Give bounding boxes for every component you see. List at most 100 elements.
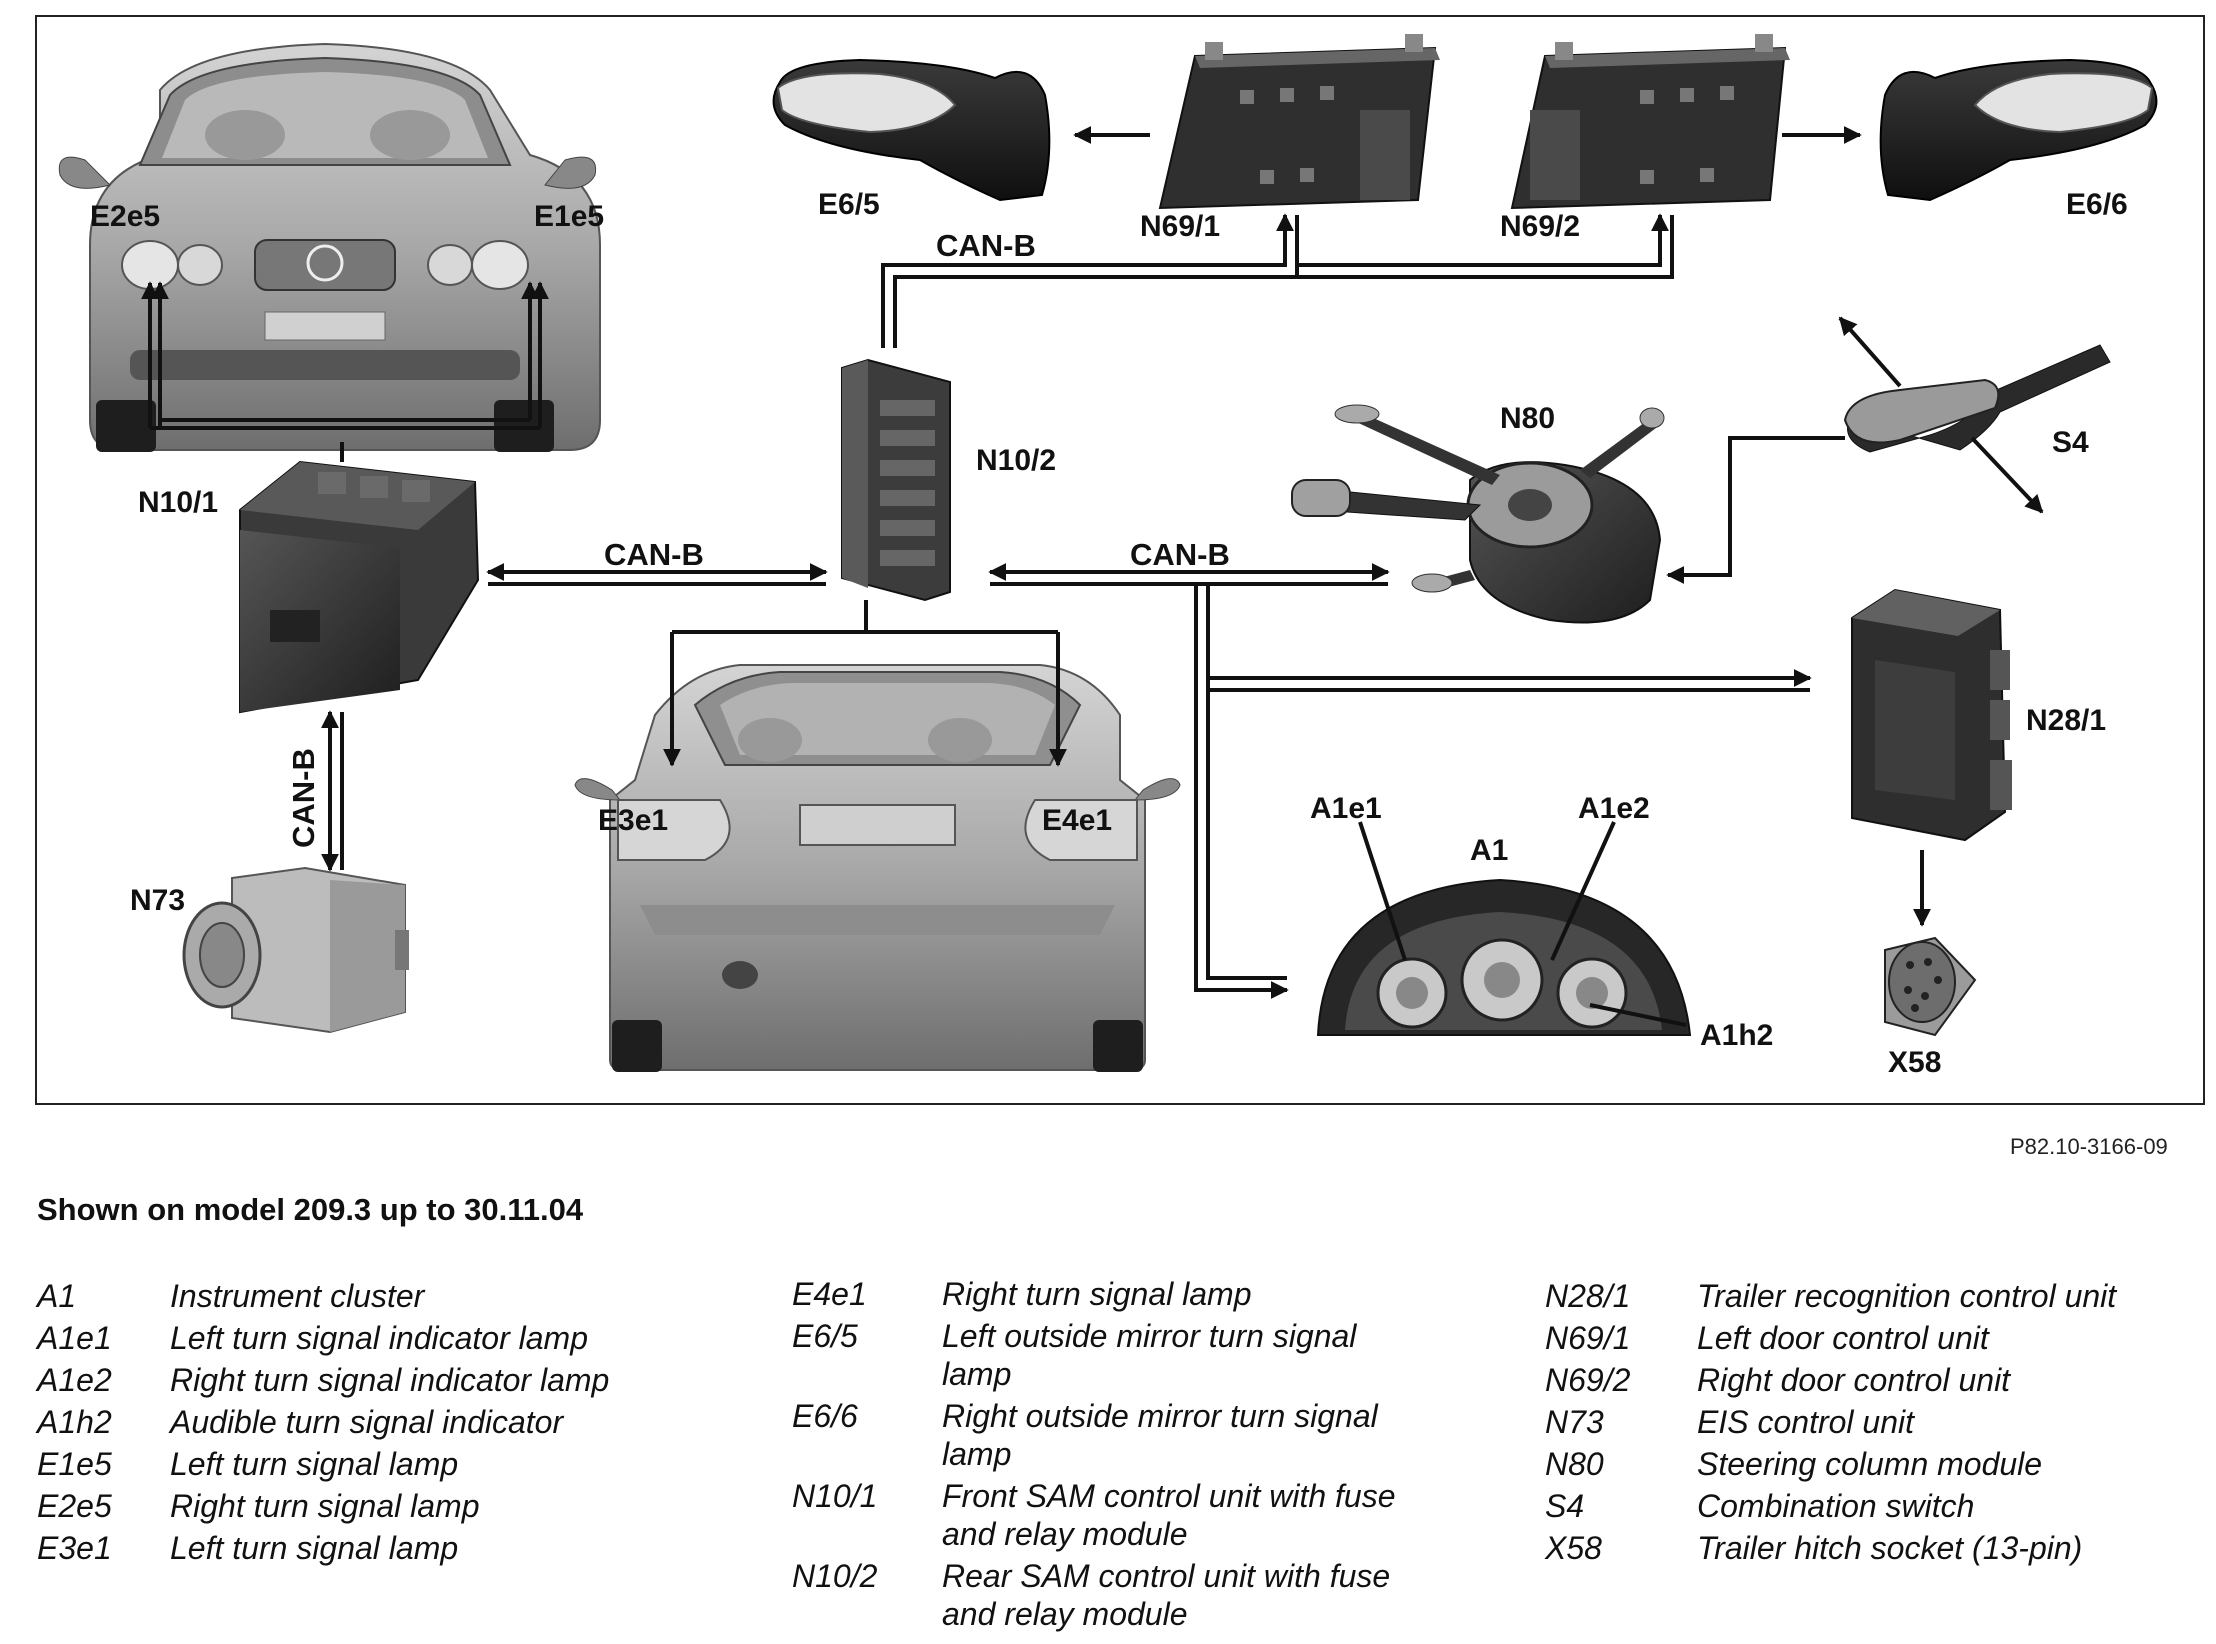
legend-desc: Front SAM control unit with fuse and rel… (942, 1478, 1396, 1552)
legend-code: N80 (1545, 1446, 1604, 1482)
legend-item: E3e1 Left turn signal lamp (37, 1527, 757, 1569)
legend-code: E6/6 (792, 1398, 858, 1434)
legend-item: N69/2 Right door control unit (1545, 1359, 2205, 1401)
can-b-label-left: CAN-B (604, 537, 704, 572)
legend-code: E2e5 (37, 1488, 112, 1524)
wiring-diagram: E2e5 E1e5 N10/1 N73 E6/5 N69/1 N69/2 E6/… (35, 15, 2205, 1105)
legend-code: A1h2 (37, 1404, 112, 1440)
legend-item: A1e1 Left turn signal indicator lamp (37, 1317, 757, 1359)
legend-item: E2e5 Right turn signal lamp (37, 1485, 757, 1527)
legend-item: S4 Combination switch (1545, 1485, 2205, 1527)
legend-code: A1 (37, 1278, 77, 1314)
label-n80: N80 (1500, 402, 1555, 435)
figure-reference: P82.10-3166-09 (2010, 1134, 2168, 1159)
legend-desc: Right turn signal indicator lamp (170, 1362, 610, 1398)
legend-item: N10/2 Rear SAM control unit with fuse and… (792, 1557, 1472, 1633)
legend-desc: Audible turn signal indicator (170, 1404, 564, 1440)
combination-switch-image (1843, 344, 2111, 453)
label-e6-6: E6/6 (2066, 188, 2128, 221)
legend-code: N69/1 (1545, 1320, 1631, 1356)
legend-item: E6/5 Left outside mirror turn signal lamp (792, 1317, 1472, 1393)
legend-column-3: N28/1 Trailer recognition control unit N6… (1545, 1275, 2205, 1569)
legend-desc: Left outside mirror turn signal lamp (942, 1318, 1357, 1392)
legend-desc: Trailer hitch socket (13-pin) (1697, 1530, 2083, 1566)
legend-code: E4e1 (792, 1276, 867, 1312)
legend-code: E6/5 (792, 1318, 858, 1354)
legend-desc: Steering column module (1697, 1446, 2043, 1482)
legend-item: N69/1 Left door control unit (1545, 1317, 2205, 1359)
legend-desc: Right turn signal lamp (942, 1276, 1252, 1312)
rear-sam-module-image (841, 358, 951, 602)
legend-desc: Instrument cluster (170, 1278, 425, 1314)
label-a1: A1 (1470, 834, 1508, 867)
legend-desc: Left turn signal lamp (170, 1446, 459, 1482)
legend-item: N73 EIS control unit (1545, 1401, 2205, 1443)
trailer-socket-image (1884, 936, 1977, 1037)
legend-code: E1e5 (37, 1446, 112, 1482)
legend-desc: Combination switch (1697, 1488, 1975, 1524)
connection-lines (141, 126, 2044, 1027)
front-sam-module-image (239, 460, 480, 714)
label-e1e5: E1e5 (534, 200, 604, 233)
legend-item: E1e5 Left turn signal lamp (37, 1443, 757, 1485)
instrument-cluster-image (1316, 878, 1692, 1036)
legend-item: N28/1 Trailer recognition control unit (1545, 1275, 2205, 1317)
legend-item: N80 Steering column module (1545, 1443, 2205, 1485)
steering-column-module-image (1291, 404, 1665, 624)
label-n28-1: N28/1 (2026, 704, 2106, 737)
label-a1e1: A1e1 (1310, 792, 1382, 825)
label-n69-1: N69/1 (1140, 210, 1220, 243)
rear-car-image (574, 664, 1181, 1072)
legend-code: N10/1 (792, 1478, 878, 1514)
figure-subtitle: Shown on model 209.3 up to 30.11.04 (37, 1192, 584, 1227)
legend-desc: Left turn signal lamp (170, 1530, 459, 1566)
legend-item: N10/1 Front SAM control unit with fuse an… (792, 1477, 1472, 1553)
label-e4e1: E4e1 (1042, 804, 1112, 837)
left-door-control-unit-image (1158, 34, 1440, 210)
legend-item: A1h2 Audible turn signal indicator (37, 1401, 757, 1443)
legend-desc: Right turn signal lamp (170, 1488, 480, 1524)
label-a1h2: A1h2 (1700, 1019, 1773, 1052)
label-n69-2: N69/2 (1500, 210, 1580, 243)
label-n73: N73 (130, 884, 185, 917)
legend-code: A1e2 (37, 1362, 112, 1398)
can-b-label-top: CAN-B (936, 228, 1036, 263)
legend-desc: Rear SAM control unit with fuse and rela… (942, 1558, 1391, 1632)
legend-code: N10/2 (792, 1558, 878, 1594)
label-a1e2: A1e2 (1578, 792, 1650, 825)
can-b-label-vertical: CAN-B (286, 748, 321, 848)
legend-item: A1e2 Right turn signal indicator lamp (37, 1359, 757, 1401)
front-car-image (58, 42, 601, 452)
label-e6-5: E6/5 (818, 188, 880, 221)
legend-desc: Right outside mirror turn signal lamp (942, 1398, 1378, 1472)
label-s4: S4 (2052, 426, 2089, 459)
legend-item: E4e1 Right turn signal lamp (792, 1275, 1472, 1313)
legend-desc: Trailer recognition control unit (1697, 1278, 2117, 1314)
legend-desc: Left door control unit (1697, 1320, 1989, 1356)
legend-item: X58 Trailer hitch socket (13-pin) (1545, 1527, 2205, 1569)
legend-code: N69/2 (1545, 1362, 1631, 1398)
legend-desc: Right door control unit (1697, 1362, 2011, 1398)
right-door-control-unit-image (1510, 34, 1790, 210)
legend-code: N28/1 (1545, 1278, 1631, 1314)
legend-code: N73 (1545, 1404, 1604, 1440)
trailer-recognition-unit-image (1851, 588, 2012, 842)
legend-code: S4 (1545, 1488, 1585, 1524)
legend-code: X58 (1545, 1530, 1602, 1566)
right-mirror-image (1879, 58, 2158, 202)
legend-code: A1e1 (37, 1320, 112, 1356)
legend-column-2: E4e1 Right turn signal lamp E6/5 Left outs… (792, 1275, 1472, 1637)
left-mirror-image (772, 58, 1051, 202)
label-e2e5: E2e5 (90, 200, 160, 233)
label-x58: X58 (1888, 1046, 1941, 1079)
legend-desc: EIS control unit (1697, 1404, 1914, 1440)
legend-item: A1 Instrument cluster (37, 1275, 757, 1317)
label-n10-2: N10/2 (976, 444, 1056, 477)
eis-control-unit-image (182, 866, 409, 1034)
legend-desc: Left turn signal indicator lamp (170, 1320, 588, 1356)
legend-code: E3e1 (37, 1530, 112, 1566)
legend-item: E6/6 Right outside mirror turn signal lam… (792, 1397, 1472, 1473)
label-n10-1: N10/1 (138, 486, 218, 519)
label-e3e1: E3e1 (598, 804, 668, 837)
